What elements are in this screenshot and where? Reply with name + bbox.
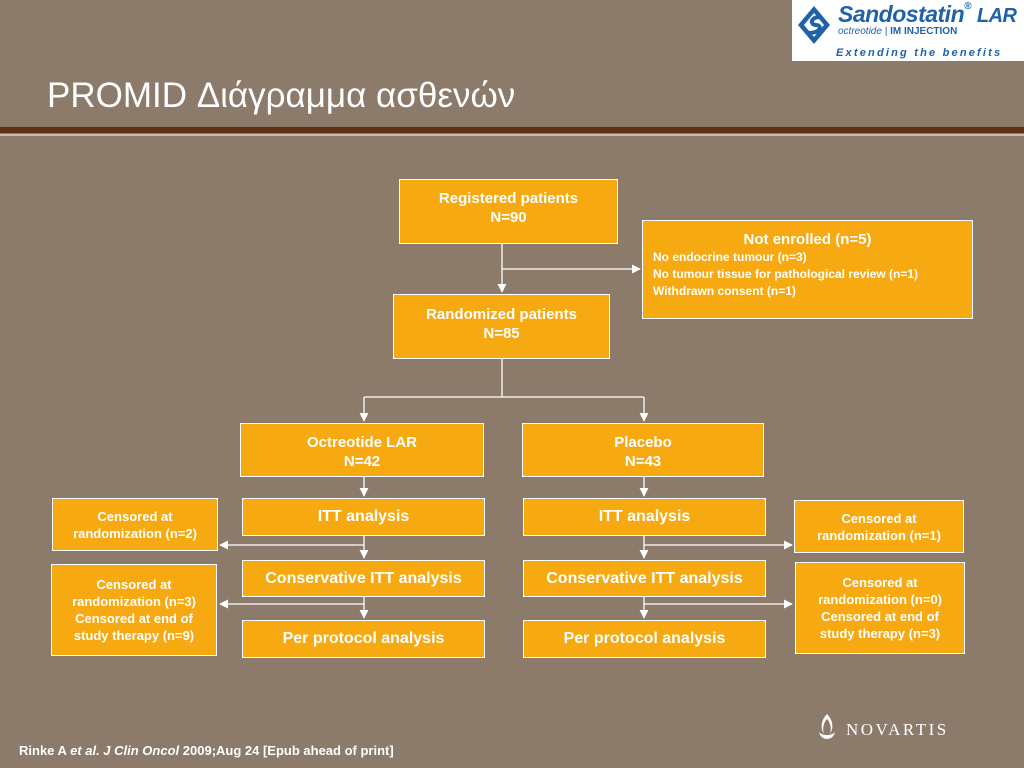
logo-generic: octreotide | IM INJECTION — [838, 26, 958, 37]
registered-patients-box: Registered patients N=90 — [399, 179, 618, 244]
logo-brand-suffix: LAR — [976, 5, 1017, 27]
placebo-itt-box: ITT analysis — [523, 498, 766, 536]
censored-line: randomization (n=1) — [817, 527, 941, 543]
not-enrolled-item: No tumour tissue for pathological review… — [653, 267, 919, 281]
octreotide-conservative-box: Conservative ITT analysis — [242, 560, 485, 597]
censored-line: randomization (n=2) — [73, 525, 197, 541]
censored-line: randomization (n=3) — [72, 594, 196, 609]
octreotide-conservative-label: Conservative ITT analysis — [265, 569, 462, 587]
citation-author: Rinke A — [19, 743, 71, 758]
title-rule-accent — [0, 134, 1024, 136]
novartis-flame-icon — [819, 714, 835, 739]
citation-journal: J Clin Oncol — [99, 743, 180, 758]
placebo-conservative-box: Conservative ITT analysis — [523, 560, 766, 597]
placebo-perprotocol-label: Per protocol analysis — [563, 630, 726, 647]
novartis-wordmark: NOVARTIS — [846, 720, 949, 739]
censored-line: Censored at — [842, 575, 918, 590]
placebo-arm-box: Placebo N=43 — [522, 423, 764, 477]
octreotide-censored-endstudy-box: Censored at randomization (n=3) Censored… — [51, 564, 217, 656]
novartis-logo: NOVARTIS — [816, 712, 956, 742]
logo-brand: Sandostatin® LAR — [838, 1, 1017, 28]
logo-brand-name: Sandostatin — [838, 1, 965, 27]
censored-line: study therapy (n=3) — [819, 626, 941, 641]
title-rule — [0, 127, 1024, 133]
not-enrolled-item: No endocrine tumour (n=3) — [653, 250, 807, 264]
not-enrolled-title: Not enrolled (n=5) — [743, 231, 872, 248]
censored-line: study therapy (n=9) — [73, 628, 195, 643]
logo-tagline: Extending the benefits — [836, 47, 1003, 59]
octreotide-perprotocol-box: Per protocol analysis — [242, 620, 485, 658]
randomized-label: Randomized patients — [426, 306, 577, 323]
censored-line: Censored at — [96, 577, 172, 592]
registered-label: Registered patients — [438, 190, 579, 207]
randomized-count: N=85 — [483, 325, 520, 342]
octreotide-arm-box: Octreotide LAR N=42 — [240, 423, 484, 477]
censored-line: randomization (n=0) — [818, 592, 942, 607]
censored-line: Censored at end of — [821, 609, 939, 624]
not-enrolled-box: Not enrolled (n=5) No endocrine tumour (… — [642, 220, 973, 319]
placebo-censored-endstudy-box: Censored at randomization (n=0) Censored… — [795, 562, 965, 654]
logo-registered-mark: ® — [964, 1, 971, 12]
registered-count: N=90 — [490, 209, 527, 226]
placebo-conservative-label: Conservative ITT analysis — [546, 569, 743, 587]
octreotide-itt-label: ITT analysis — [317, 508, 410, 525]
octreotide-perprotocol-label: Per protocol analysis — [282, 630, 445, 647]
page-title: PROMID Διάγραμμα ασθενών — [47, 76, 516, 115]
citation-details: 2009;Aug 24 [Epub ahead of print] — [179, 743, 394, 758]
octreotide-count: N=42 — [343, 453, 381, 470]
sandostatin-logo: Sandostatin® LAR octreotide | IM INJECTI… — [792, 0, 1024, 61]
octreotide-itt-box: ITT analysis — [242, 498, 485, 536]
placebo-censored-randomization-box: Censored at randomization (n=1) — [794, 500, 964, 553]
not-enrolled-item: Withdrawn consent (n=1) — [653, 284, 796, 298]
placebo-perprotocol-box: Per protocol analysis — [523, 620, 766, 658]
logo-generic-name: octreotide — [838, 26, 882, 37]
citation-etal: et al. — [70, 743, 100, 758]
placebo-itt-label: ITT analysis — [598, 508, 691, 525]
placebo-label: Placebo — [614, 434, 672, 451]
logo-route: IM INJECTION — [890, 26, 958, 37]
citation-footer: Rinke A et al. J Clin Oncol 2009;Aug 24 … — [19, 743, 394, 758]
octreotide-censored-randomization-box: Censored at randomization (n=2) — [52, 498, 218, 551]
octreotide-label: Octreotide LAR — [306, 434, 417, 451]
censored-line: Censored at — [841, 510, 917, 526]
randomized-patients-box: Randomized patients N=85 — [393, 294, 610, 359]
placebo-count: N=43 — [624, 453, 662, 470]
censored-line: Censored at — [97, 508, 173, 524]
sandostatin-mark-icon — [798, 6, 830, 44]
censored-line: Censored at end of — [75, 611, 193, 626]
